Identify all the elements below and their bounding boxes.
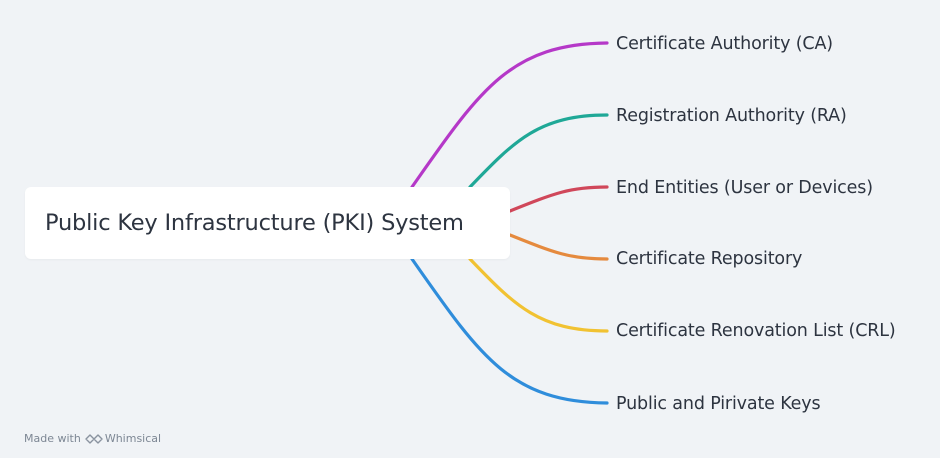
connector-certificate-authority: [410, 41, 609, 189]
root-node[interactable]: Public Key Infrastructure (PKI) System: [25, 187, 510, 259]
branch-certificate-repository[interactable]: Certificate Repository: [616, 249, 803, 269]
connector-registration-authority: [468, 113, 609, 189]
connector-certificate-renovation-list: [468, 257, 609, 333]
whimsical-logo-icon: [85, 433, 103, 445]
branch-registration-authority[interactable]: Registration Authority (RA): [616, 106, 847, 126]
connector-certificate-repository: [508, 233, 609, 261]
connector-end-entities: [508, 185, 609, 213]
branch-end-entities[interactable]: End Entities (User or Devices): [616, 178, 873, 198]
root-label: Public Key Infrastructure (PKI) System: [45, 210, 464, 236]
made-with-badge[interactable]: Made with Whimsical: [24, 432, 161, 445]
branch-certificate-renovation-list[interactable]: Certificate Renovation List (CRL): [616, 321, 896, 341]
branch-public-private-keys[interactable]: Public and Pirivate Keys: [616, 394, 821, 414]
branch-certificate-authority[interactable]: Certificate Authority (CA): [616, 34, 833, 54]
made-with-label: Made with: [24, 432, 81, 445]
connector-public-private-keys: [410, 257, 609, 405]
whimsical-brand-label: Whimsical: [104, 432, 162, 445]
